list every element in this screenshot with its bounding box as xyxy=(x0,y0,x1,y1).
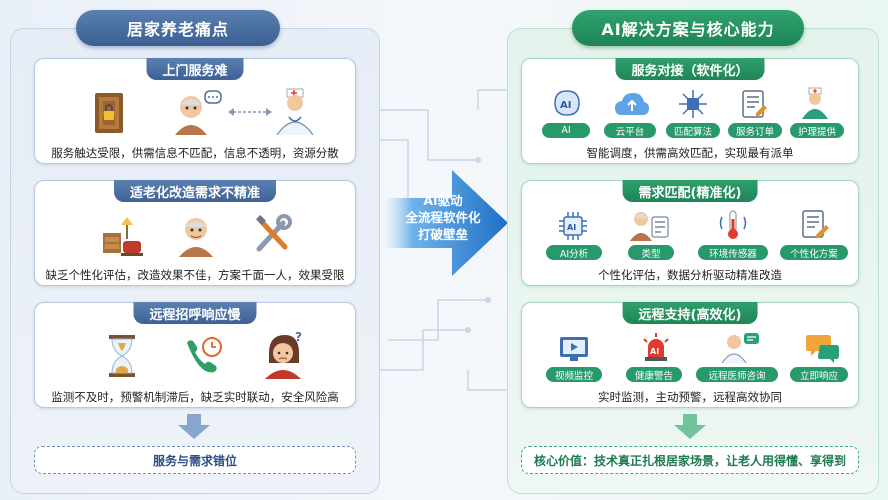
pain-points-title: 居家养老痛点 xyxy=(76,10,280,46)
profile-card-icon xyxy=(630,212,669,241)
cloud-upload-icon xyxy=(615,93,649,115)
card-description: 个性化评估，数据分析驱动精准改造 xyxy=(598,268,782,282)
elderly-person-icon xyxy=(179,218,213,257)
ai-solutions-title: AI解决方案与核心能力 xyxy=(572,10,804,46)
card-title: 需求匹配(精准化) xyxy=(622,180,758,202)
locked-door-icon xyxy=(95,93,123,133)
card-aging-renovation: 适老化改造需求不精准 缺乏个性化评估，改造效果不佳，方案千面一人，效果受限 xyxy=(34,180,356,286)
center-line-3: 打破壁垒 xyxy=(417,227,468,242)
card-description: 缺乏个性化评估，改造效果不佳，方案千面一人，效果受限 xyxy=(45,268,345,282)
label-nursing-provision: 护理提供 xyxy=(790,123,844,138)
card-title: 服务对接（软件化） xyxy=(615,58,765,80)
plan-document-icon xyxy=(802,210,829,238)
phone-clock-icon xyxy=(187,337,222,373)
ai-brain-icon: AI xyxy=(554,90,580,116)
card-remote-response: 远程招呼响应慢 ? 监测不及时，预警机制滞后，缺乏实时联动，安全风险高 xyxy=(34,302,356,408)
order-document-icon xyxy=(742,90,767,118)
svg-text:?: ? xyxy=(295,331,302,344)
double-arrow-icon xyxy=(228,108,272,116)
card-demand-matching: 需求匹配(精准化) AI AI分析 类型 环境传感器 个性化方案 个性化评估，数… xyxy=(521,180,859,286)
label-matching-algorithm: 匹配算法 xyxy=(666,123,720,138)
card-description: 实时监测，主动预警，远程高效协同 xyxy=(598,390,782,404)
label-remote-doctor-consult: 远程医师咨询 xyxy=(696,367,778,382)
network-chip-icon xyxy=(679,90,707,118)
elderly-person-speech-icon xyxy=(175,90,222,135)
furniture-lamp-icon xyxy=(103,217,143,256)
doctor-icon xyxy=(276,88,314,135)
left-summary-box: 服务与需求错位 xyxy=(34,446,356,474)
label-environment-sensor: 环境传感器 xyxy=(698,245,768,260)
label-video-monitoring: 视频监控 xyxy=(546,367,602,382)
label-personalized-plan: 个性化方案 xyxy=(780,245,848,260)
card-description: 智能调度，供需高效匹配，实现最有派单 xyxy=(586,146,794,160)
label-immediate-response: 立即响应 xyxy=(790,367,848,382)
thermometer-icon xyxy=(719,210,747,239)
card-description: 服务触达受限，供需信息不匹配，信息不透明，资源分散 xyxy=(51,146,339,160)
core-value-box: 核心价值：技术真正扎根居家场景，让老人用得懂、享得到 xyxy=(521,446,859,474)
card-title: 远程支持(高效化) xyxy=(622,302,758,324)
card-description: 监测不及时，预警机制滞后，缺乏实时联动，安全风险高 xyxy=(51,390,339,404)
label-ai-analysis: AI分析 xyxy=(546,245,602,260)
svg-text:AI: AI xyxy=(567,223,576,232)
label-ai: AI xyxy=(542,123,590,138)
tools-icon xyxy=(256,214,292,252)
doctor-chat-icon xyxy=(722,333,759,363)
worried-woman-icon: ? xyxy=(265,331,302,379)
alarm-siren-icon: AI xyxy=(643,333,669,361)
label-type: 类型 xyxy=(628,245,674,260)
down-arrow-icon xyxy=(178,414,210,439)
down-arrow-icon xyxy=(674,414,706,439)
svg-text:AI: AI xyxy=(560,100,571,111)
label-health-warning: 健康警告 xyxy=(626,367,682,382)
card-service-matching: 服务对接（软件化） AI AI 云平台 匹配算法 服务订单 护理提供 智能调度，… xyxy=(521,58,859,164)
ai-chip-icon: AI xyxy=(559,212,587,240)
card-remote-support: 远程支持(高效化) AI 视频监控 健康警告 远程医师咨询 立即响应 实时监测，… xyxy=(521,302,859,408)
center-arrow-text: AI驱动 全流程软件化 打破壁垒 xyxy=(396,192,490,243)
card-title: 远程招呼响应慢 xyxy=(133,302,257,324)
card-title: 上门服务难 xyxy=(146,58,244,80)
card-title: 适老化改造需求不精准 xyxy=(113,180,277,202)
chat-bubbles-icon xyxy=(806,335,839,363)
label-cloud-platform: 云平台 xyxy=(604,123,656,138)
hourglass-icon xyxy=(109,335,135,377)
center-arrow-icon xyxy=(380,170,508,276)
center-line-1: AI驱动 xyxy=(423,193,463,208)
label-service-order: 服务订单 xyxy=(728,123,782,138)
video-camera-icon xyxy=(560,337,588,361)
svg-text:AI: AI xyxy=(650,347,659,356)
card-door-to-door-service: 上门服务难 服务触达受限，供需信息不匹配，信息不透明，资源分散 xyxy=(34,58,356,164)
center-line-2: 全流程软件化 xyxy=(405,210,481,225)
nurse-icon xyxy=(802,87,828,119)
